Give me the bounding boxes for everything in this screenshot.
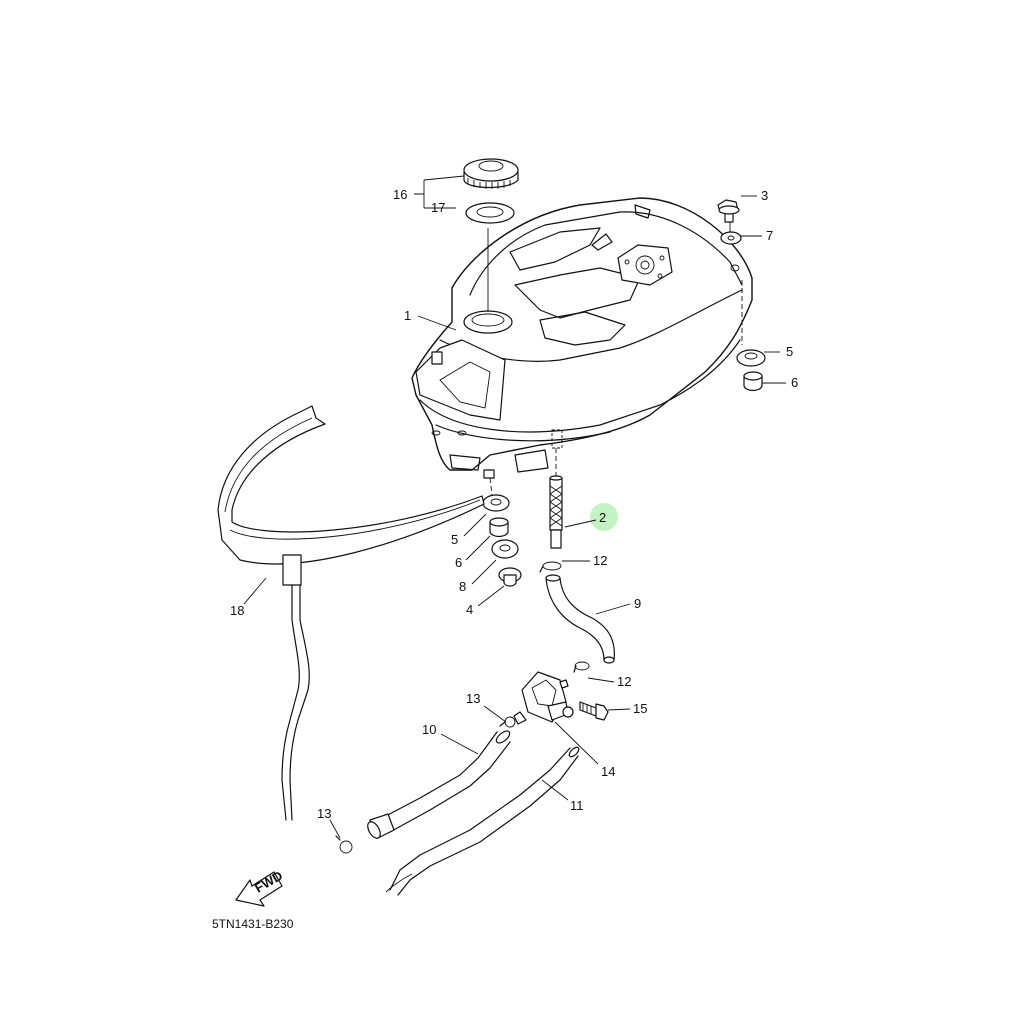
callout-leaders [243,175,786,839]
callout-2: 2 [599,510,606,525]
fuel-cap [463,158,519,189]
callout-10: 10 [422,722,436,737]
diagram-code: 5TN1431-B230 [212,917,294,931]
damper-5-lower [482,494,510,512]
callout-11: 11 [570,798,584,813]
bolt-3 [717,199,740,223]
callout-12-upper: 12 [593,553,607,568]
fuel-hose-9 [545,574,615,664]
clamp-13-lower [335,835,353,854]
tank-band [217,405,485,821]
collar-4 [498,567,522,587]
leader-lines [487,215,743,496]
callout-7: 7 [766,228,773,243]
hose-11 [385,746,580,896]
highlight-marker [590,503,618,531]
callout-8: 8 [459,579,466,594]
clamp-12-lower [573,661,590,673]
fuel-cock [513,671,574,725]
bolt-15 [579,701,609,721]
callout-18: 18 [230,603,244,618]
callout-9: 9 [634,596,641,611]
callout-16: 16 [393,187,407,202]
clamp-12-upper [539,561,562,573]
callout-4: 4 [466,602,473,617]
fuel-strainer [549,475,563,549]
fwd-arrow: FWD [235,868,285,907]
cap-seal [465,202,515,224]
callout-5-right: 5 [786,344,793,359]
damper-8 [491,539,519,559]
callout-numbers: 1 2 3 4 5 5 6 6 7 8 9 10 11 12 12 13 13 … [230,187,798,821]
callout-1: 1 [404,308,411,323]
fuel-tank [411,197,753,479]
hose-10 [367,730,511,839]
clamp-13-upper [499,716,516,728]
callout-17: 17 [431,200,445,215]
callout-12-lower: 12 [617,674,631,689]
callout-13-lower: 13 [317,806,331,821]
callout-6-lower: 6 [455,555,462,570]
callout-3: 3 [761,188,768,203]
damper-5-right [736,349,766,367]
callout-5-lower: 5 [451,532,458,547]
washer-7 [720,231,742,245]
collar-6-lower [489,517,509,538]
callout-15: 15 [633,701,647,716]
collar-6-right [743,371,763,392]
callout-6-right: 6 [791,375,798,390]
callout-14: 14 [601,764,615,779]
callout-13-upper: 13 [466,691,480,706]
